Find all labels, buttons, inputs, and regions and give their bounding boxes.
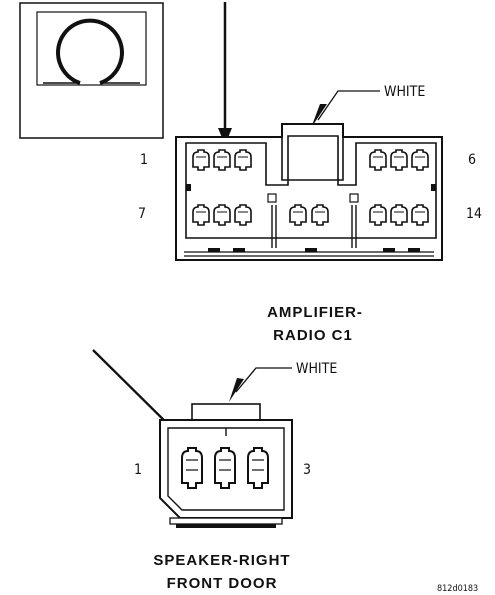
terminal-1 (181, 447, 203, 489)
connector-view-icon (19, 2, 164, 139)
terminal-12 (369, 204, 387, 226)
terminal-10 (289, 204, 307, 226)
color-callout-bottom: WHITE (229, 361, 337, 402)
terminal-8 (213, 204, 231, 226)
pin-number-6: 6 (468, 152, 476, 168)
pin-number-7: 7 (138, 206, 146, 222)
color-callout-top: WHITE (311, 84, 425, 128)
terminal-9 (234, 204, 252, 226)
pin-number-1: 1 (140, 152, 148, 168)
speaker-connector (159, 403, 293, 528)
terminal-14 (411, 204, 429, 226)
connector-title-line1: AMPLIFIER- (267, 304, 363, 321)
pin-pointer-arrow-top (218, 2, 232, 145)
terminal-3 (247, 447, 269, 489)
pin-number-14: 14 (466, 206, 482, 222)
terminal-4 (369, 149, 387, 171)
terminal-2 (213, 149, 231, 171)
terminal-3 (234, 149, 252, 171)
terminal-13 (390, 204, 408, 226)
terminal-7 (192, 204, 210, 226)
color-label-bottom: WHITE (296, 361, 337, 377)
pin-number-1-bottom: 1 (134, 462, 142, 478)
terminal-1 (192, 149, 210, 171)
connector-title-line2: RADIO C1 (273, 327, 353, 344)
amplifier-radio-connector (175, 123, 443, 261)
terminal-2 (214, 447, 236, 489)
figure-id: 812d0183 (437, 584, 478, 594)
pin-number-3-bottom: 3 (303, 462, 311, 478)
terminal-6 (411, 149, 429, 171)
terminal-5 (390, 149, 408, 171)
color-label-top: WHITE (384, 84, 425, 100)
terminal-11 (311, 204, 329, 226)
speaker-title-line1: SPEAKER-RIGHT (153, 552, 290, 569)
speaker-title-line2: FRONT DOOR (167, 575, 278, 592)
